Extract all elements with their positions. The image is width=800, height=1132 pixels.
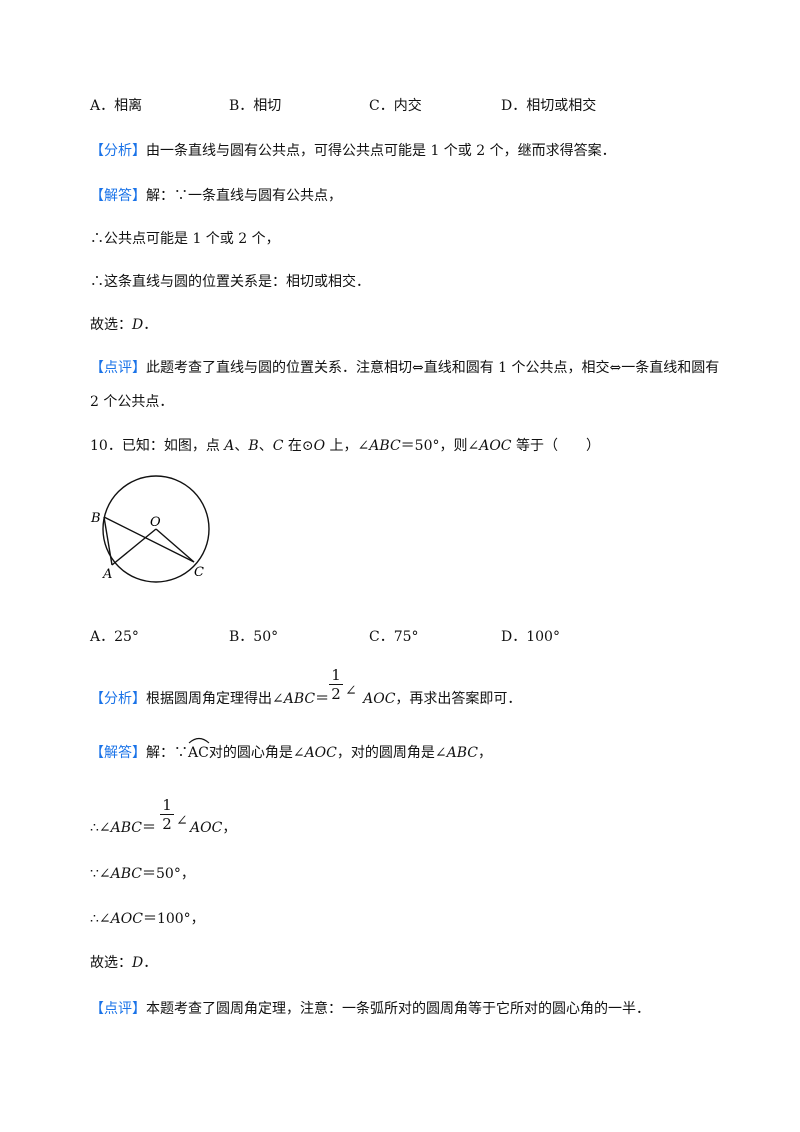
- choice-label: 故选：: [90, 955, 132, 971]
- circle-o: [102, 475, 210, 583]
- q10-analysis: 【分析】根据圆周角定理得出∠ABC＝ AOC，再求出答案即可．: [90, 689, 521, 709]
- separator: 、: [258, 438, 273, 454]
- step-text: ＝100°，: [142, 911, 205, 927]
- step-text: ，: [222, 820, 237, 836]
- choice-end: ．: [143, 317, 158, 333]
- stem-text: 等于（ ）: [511, 438, 600, 454]
- circle-figure: B O A C: [90, 475, 210, 583]
- q10-stem: 10．已知：如图，点 A、B、C 在⊙O 上，∠ABC＝50°，则∠AOC 等于…: [90, 436, 600, 456]
- answer-tag: 【解答】: [90, 745, 146, 761]
- angle-aoc: AOC: [110, 911, 143, 927]
- angle-aoc: AOC: [304, 745, 337, 761]
- separator: 、: [234, 438, 249, 454]
- choice-value: D: [132, 317, 144, 333]
- point-a: A: [224, 438, 235, 454]
- angle-abc: ABC: [283, 691, 316, 707]
- q10-option-b: B．50°: [229, 629, 279, 645]
- answer-tag: 【解答】: [90, 188, 146, 204]
- q9-analysis: 【分析】由一条直线与圆有公共点，可得公共点可能是 1 个或 2 个，继而求得答案…: [90, 141, 616, 161]
- q10-answer: 【解答】解：∵AC对的圆心角是∠AOC，对的圆周角是∠ABC，: [90, 737, 492, 763]
- arc-label: AC: [188, 745, 209, 761]
- q10-step-2: ∵∠ABC＝50°，: [90, 864, 195, 884]
- q9-option-c: C．内交: [369, 98, 422, 114]
- equals-sign: ＝: [315, 691, 330, 707]
- analysis-tag: 【分析】: [90, 143, 146, 159]
- q10-option-a: A．25°: [90, 629, 139, 645]
- q9-comment-line-1: 【点评】此题考查了直线与圆的位置关系．注意相切⇔直线和圆有 1 个公共点，相交⇔…: [90, 358, 719, 378]
- angle-abc: ABC: [110, 820, 143, 836]
- step-text: ∴∠: [90, 820, 111, 836]
- segment-oa: [111, 528, 157, 566]
- q10-comment: 【点评】本题考查了圆周角定理，注意：一条弧所对的圆周角等于它所对的圆心角的一半．: [90, 999, 650, 1019]
- comment-text: 本题考查了圆周角定理，注意：一条弧所对的圆周角等于它所对的圆心角的一半．: [146, 1001, 650, 1017]
- q9-answer-line-2: ∴公共点可能是 1 个或 2 个，: [90, 231, 280, 247]
- angle-aoc: AOC: [479, 438, 512, 454]
- q9-choice: 故选：D．: [90, 315, 157, 335]
- angle-abc: ABC: [110, 866, 143, 882]
- choice-end: ．: [143, 955, 158, 971]
- q10-option-d: D．100°: [501, 629, 560, 645]
- q9-answer-line-3: ∴这条直线与圆的位置关系是：相切或相交．: [90, 274, 370, 290]
- q9-option-a: A．相离: [90, 98, 143, 114]
- segment-oc: [155, 528, 195, 563]
- stem-text: 在⊙: [283, 438, 314, 454]
- point-c: C: [272, 438, 284, 454]
- point-b: B: [248, 438, 259, 454]
- label-c: C: [194, 565, 204, 580]
- equals-sign: ＝: [142, 820, 157, 836]
- question-number: 10．: [90, 438, 122, 454]
- fraction-denominator: 2: [331, 685, 341, 703]
- comment-text: 此题考查了直线与圆的位置关系．注意相切⇔直线和圆有 1 个公共点，相交⇔一条直线…: [146, 360, 720, 376]
- segment-ba: [103, 516, 113, 566]
- angle-icon: ∠: [345, 683, 357, 699]
- stem-text: 已知：如图，点: [121, 438, 225, 454]
- angle-aoc: AOC: [363, 691, 396, 707]
- angle-abc: ABC: [369, 438, 401, 454]
- answer-text: 解：∵: [146, 745, 188, 761]
- q10-step-1: ∴∠ABC＝ AOC，: [90, 818, 236, 838]
- analysis-text: ，再求出答案即可．: [395, 691, 522, 707]
- q10-choice: 故选：D．: [90, 953, 157, 973]
- label-o: O: [150, 515, 161, 530]
- stem-text: 上，∠: [325, 438, 370, 454]
- q9-comment-line-2: 2 个公共点．: [90, 394, 174, 410]
- fraction-numerator: 1: [162, 796, 172, 814]
- q9-option-b: B．相切: [229, 98, 282, 114]
- q10-step-3: ∴∠AOC＝100°，: [90, 909, 205, 929]
- point-o: O: [313, 438, 326, 454]
- analysis-text: 由一条直线与圆有公共点，可得公共点可能是 1 个或 2 个，继而求得答案．: [146, 143, 616, 159]
- answer-text: 解：∵一条直线与圆有公共点，: [146, 188, 342, 204]
- choice-label: 故选：: [90, 317, 132, 333]
- q9-answer-line-1: 【解答】解：∵一条直线与圆有公共点，: [90, 186, 342, 206]
- label-a: A: [102, 567, 112, 582]
- stem-text: ＝50°，则∠: [400, 438, 480, 454]
- comment-tag: 【点评】: [90, 360, 146, 376]
- q10-option-c: C．75°: [369, 629, 419, 645]
- step-text: ＝50°，: [142, 866, 195, 882]
- choice-value: D: [132, 955, 144, 971]
- segment-bc: [103, 516, 195, 563]
- answer-text: ，对的圆周角是∠: [336, 745, 447, 761]
- angle-icon: ∠: [176, 813, 188, 829]
- arc-ac: AC: [188, 737, 210, 763]
- fraction-denominator: 2: [162, 815, 172, 833]
- angle-aoc: AOC: [190, 820, 223, 836]
- answer-text: 对的圆心角是∠: [208, 745, 305, 761]
- analysis-tag: 【分析】: [90, 691, 146, 707]
- angle-abc: ABC: [446, 745, 478, 761]
- step-text: ∵∠: [90, 866, 111, 882]
- fraction-numerator: 1: [331, 666, 341, 684]
- arc-icon: [188, 737, 210, 744]
- analysis-text: 根据圆周角定理得出∠: [146, 691, 284, 707]
- answer-text: ，: [477, 745, 492, 761]
- label-b: B: [90, 511, 101, 526]
- q9-option-d: D．相切或相交: [501, 98, 597, 114]
- step-text: ∴∠: [90, 911, 111, 927]
- comment-tag: 【点评】: [90, 1001, 146, 1017]
